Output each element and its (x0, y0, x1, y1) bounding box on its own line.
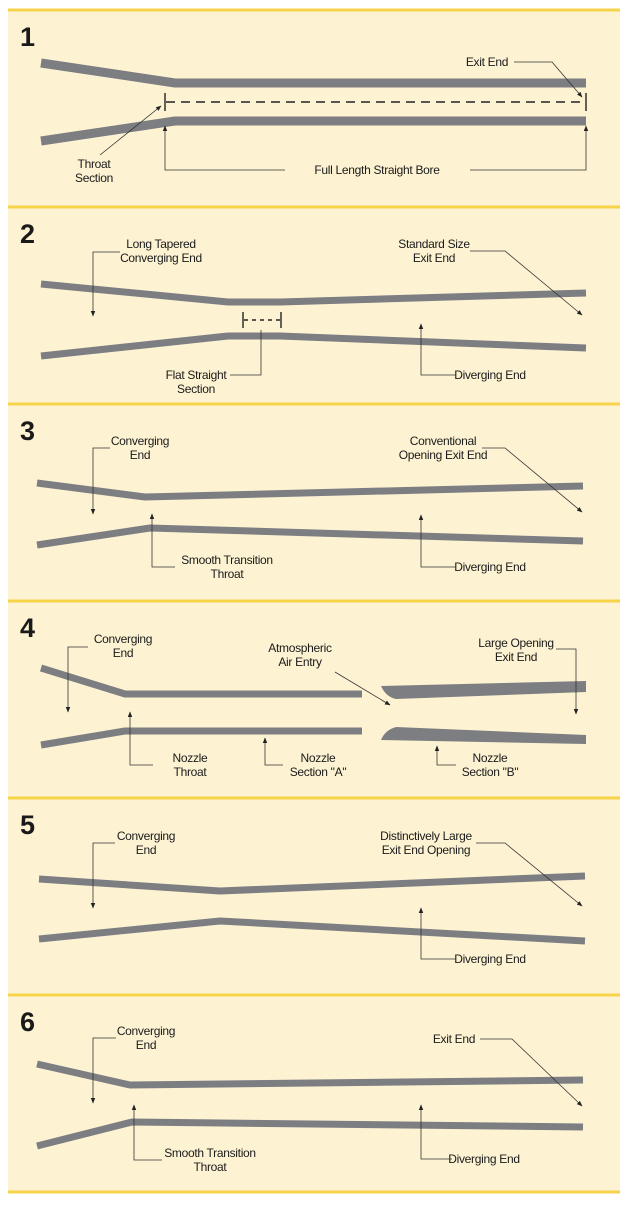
nozzle-top-wall (38, 872, 586, 895)
nozzle-bottom-wall (40, 116, 586, 146)
label-diverging-end: Diverging End (454, 952, 525, 966)
label-diverging-end: Diverging End (454, 368, 525, 382)
nozzle-top-wall (36, 1060, 584, 1089)
nozzle-bottom-wall (40, 332, 587, 360)
panel-number: 3 (20, 416, 35, 446)
panel-number: 2 (20, 219, 35, 249)
panel-number: 5 (20, 810, 35, 840)
nozzle-top-wall (36, 479, 584, 501)
section-b-top-wall (381, 681, 586, 699)
panel-backgrounds (8, 8, 620, 1194)
panel-number: 4 (20, 613, 35, 643)
nozzle-top-wall (40, 280, 587, 306)
nozzle-top-wall (40, 58, 586, 88)
section-a-top-wall (39, 664, 362, 698)
label-diverging-end: Diverging End (454, 560, 525, 574)
nozzle-bottom-wall (36, 1118, 584, 1150)
nozzle-bottom-wall (36, 524, 584, 549)
panel-number: 6 (20, 1007, 35, 1037)
nozzle-bottom-wall (38, 917, 586, 945)
label-full-length-bore: Full Length Straight Bore (314, 163, 440, 177)
section-b-bottom-wall (381, 727, 586, 744)
label-exit-end: Exit End (466, 55, 508, 69)
label-exit-end: Exit End (433, 1032, 475, 1046)
section-a-bottom-wall (40, 727, 362, 749)
label-diverging-end: Diverging End (448, 1152, 519, 1166)
panel-number: 1 (20, 22, 35, 52)
